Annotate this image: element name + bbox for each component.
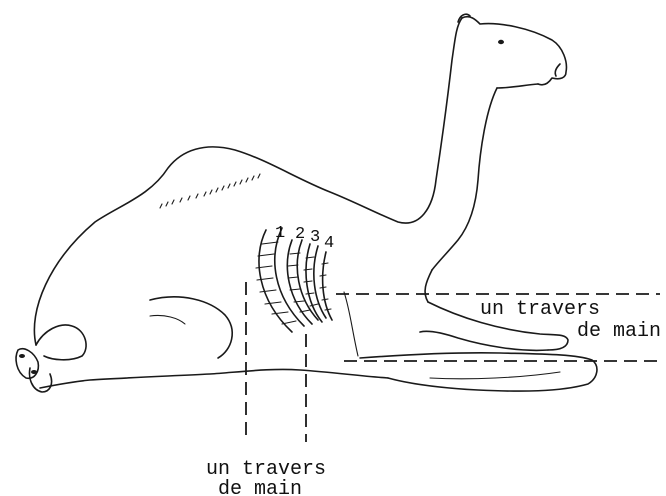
camel-eye: [498, 40, 504, 44]
camel-nostril: [555, 64, 560, 76]
camel-haunch: [36, 325, 86, 360]
camel-toe-1: [19, 354, 25, 358]
camel-hump-hair: [160, 174, 260, 208]
rib-number-2: 2: [295, 225, 305, 244]
camel-body-outline: [34, 18, 462, 345]
bottom-label-line2: de main: [218, 478, 302, 496]
camel-neck-front: [432, 88, 497, 270]
camel-hind-leg-fold: [150, 315, 185, 324]
camel-head: [462, 17, 566, 85]
rib-number-1: 1: [275, 224, 285, 243]
right-label-line2: de main: [577, 320, 661, 343]
rib-number-4: 4: [324, 234, 334, 253]
camel-hind-leg: [150, 297, 232, 358]
camel-front-leg-bottom: [420, 331, 548, 350]
camel-chest: [425, 270, 432, 302]
camel-belly: [40, 369, 388, 388]
rib-number-3: 3: [310, 228, 320, 247]
camel-jaw: [497, 84, 538, 88]
camel-foreleg-detail: [430, 372, 560, 379]
camel-ribs: [256, 228, 332, 332]
right-label-line1: un travers: [480, 298, 600, 321]
camel-knee-curve: [344, 292, 358, 356]
camel-foreleg-lower: [360, 353, 597, 391]
rib-hatching: [256, 242, 331, 324]
camel-toe-2: [31, 370, 37, 374]
